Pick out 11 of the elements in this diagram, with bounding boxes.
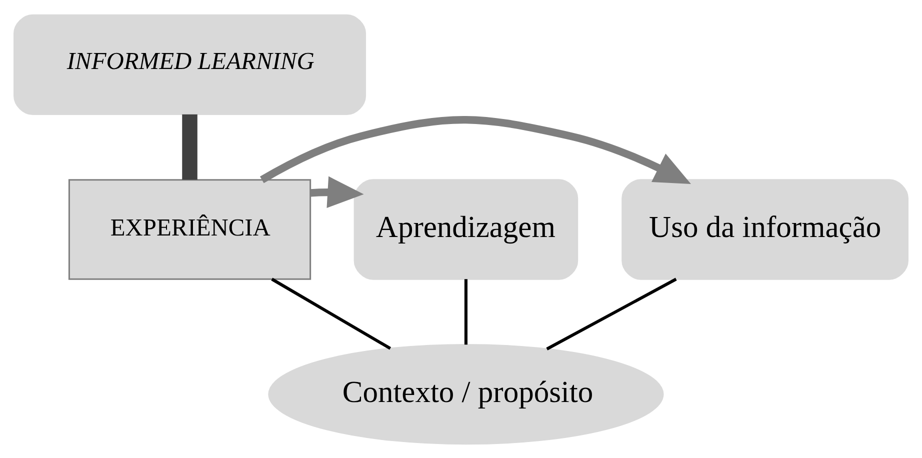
connector [271,277,392,350]
connector [182,114,198,180]
node-box: EXPERIÊNCIA [68,178,312,280]
connector [464,278,468,344]
node-box: Aprendizagem [354,178,578,280]
arrow [310,176,364,208]
node-box: INFORMED LEARNING [14,14,366,115]
arrow [260,116,691,184]
connector [546,277,677,350]
node-ellipse: Contexto / propósito [268,343,664,444]
node-box: Uso da informação [622,178,908,280]
